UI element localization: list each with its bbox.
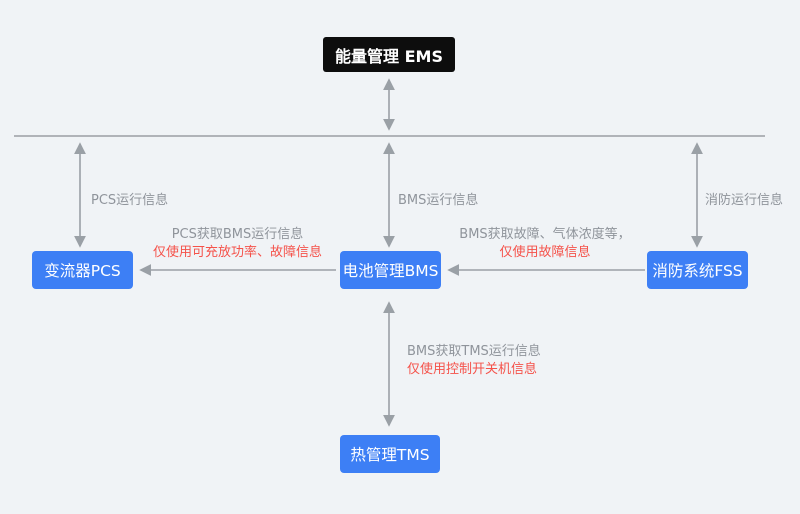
label-bms-run-info: BMS运行信息 <box>398 193 479 208</box>
node-pcs: 变流器PCS <box>32 251 133 289</box>
label-bms-tms: BMS获取TMS运行信息 仅使用控制开关机信息 <box>407 343 541 379</box>
label-fss-run-info: 消防运行信息 <box>705 193 784 208</box>
label-fss-to-bms: BMS获取故障、气体浓度等， 仅使用故障信息 <box>420 226 670 262</box>
node-ems: 能量管理 EMS <box>323 37 455 72</box>
label-fss-to-bms-restriction: 仅使用故障信息 <box>499 245 591 260</box>
label-bms-to-pcs-restriction: 仅使用可充放功率、故障信息 <box>152 245 322 260</box>
node-tms: 热管理TMS <box>340 435 440 473</box>
label-bms-to-pcs: PCS获取BMS运行信息 仅使用可充放功率、故障信息 <box>105 226 370 262</box>
node-fss: 消防系统FSS <box>647 251 748 289</box>
label-bms-tms-restriction: 仅使用控制开关机信息 <box>407 362 538 377</box>
label-pcs-run-info: PCS运行信息 <box>91 193 169 208</box>
node-bms: 电池管理BMS <box>340 251 441 289</box>
label-bms-tms-desc: BMS获取TMS运行信息 <box>407 344 541 359</box>
label-fss-to-bms-desc: BMS获取故障、气体浓度等， <box>459 227 631 242</box>
label-bms-to-pcs-desc: PCS获取BMS运行信息 <box>171 227 304 242</box>
